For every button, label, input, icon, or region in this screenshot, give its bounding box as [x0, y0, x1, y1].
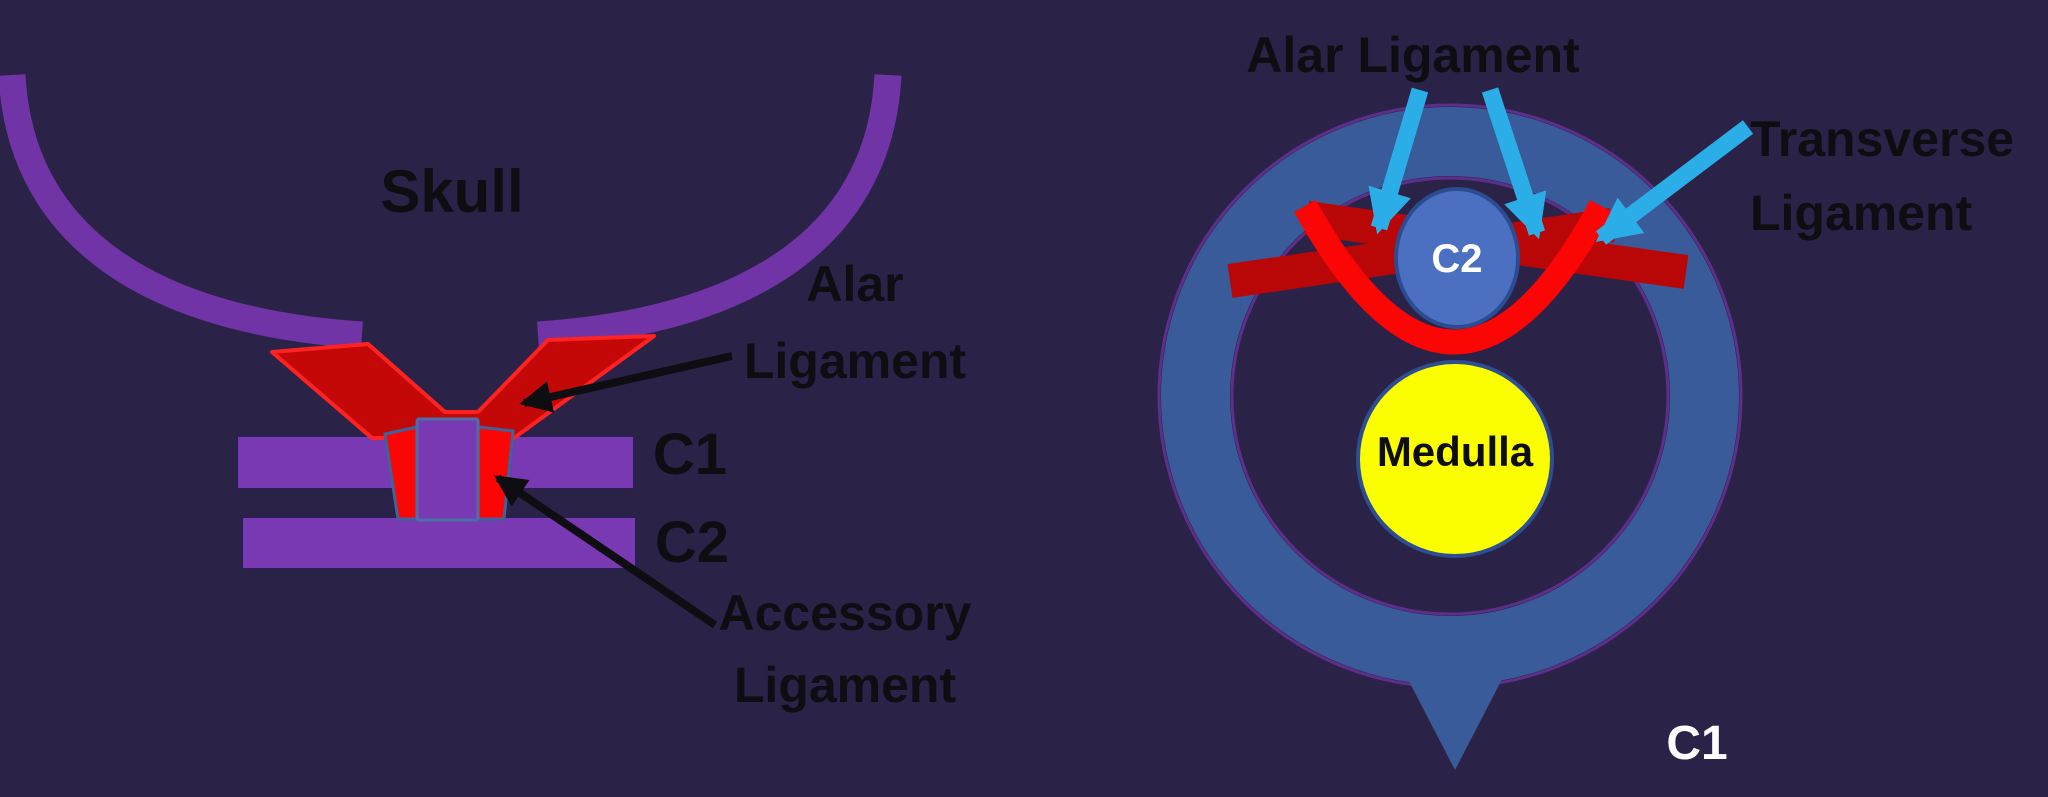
accessory-ligament-right-strip	[476, 425, 515, 521]
transverse-ligament-label-line2: Ligament	[1750, 185, 1973, 241]
transverse-ligament-band	[1294, 199, 1613, 355]
medulla-circle	[1356, 360, 1554, 558]
alar-arrow-left-icon	[1368, 87, 1429, 235]
axial-view-diagram: C2 Medulla Alar Ligament Transverse Liga…	[1157, 27, 2014, 770]
accessory-ligament-label-line1: Accessory	[719, 585, 972, 641]
c2-dens-circle	[1394, 187, 1520, 329]
alar-ligament-arrow-icon	[519, 352, 733, 413]
lateral-view-diagram: Skull Alar Ligament C1 C2 Accessory Liga…	[0, 74, 972, 713]
accessory-ligament-arrow-icon	[494, 474, 718, 629]
accessory-ligament-left-strip	[383, 425, 419, 521]
transverse-ligament-label-line1: Transverse	[1750, 111, 2014, 167]
atlas-c1-ring	[1161, 107, 1739, 685]
skull-arc-right	[537, 74, 902, 349]
c2-dens-label: C2	[1431, 237, 1482, 281]
alar-ligament-label-line1: Alar	[806, 256, 903, 312]
alar-arrow-right-icon	[1481, 87, 1547, 240]
alar-ligament-label-line2: Ligament	[744, 333, 967, 389]
c1-label: C1	[653, 422, 727, 487]
c2-vertebra-bar	[241, 516, 637, 570]
atlas-ring-inner-outline	[1230, 176, 1670, 616]
dens-process	[415, 417, 480, 522]
c1-ring-label: C1	[1666, 717, 1727, 770]
accessory-ligament-label-line2: Ligament	[734, 657, 957, 713]
atlas-spinous-tip	[1398, 660, 1512, 770]
skull-label: Skull	[380, 158, 523, 225]
skull-arc-left	[0, 74, 363, 349]
alar-ligament-label: Alar Ligament	[1246, 27, 1580, 83]
c2-label: C2	[655, 510, 729, 575]
transverse-arrow-icon	[1595, 120, 1754, 245]
medulla-label: Medulla	[1377, 428, 1534, 475]
